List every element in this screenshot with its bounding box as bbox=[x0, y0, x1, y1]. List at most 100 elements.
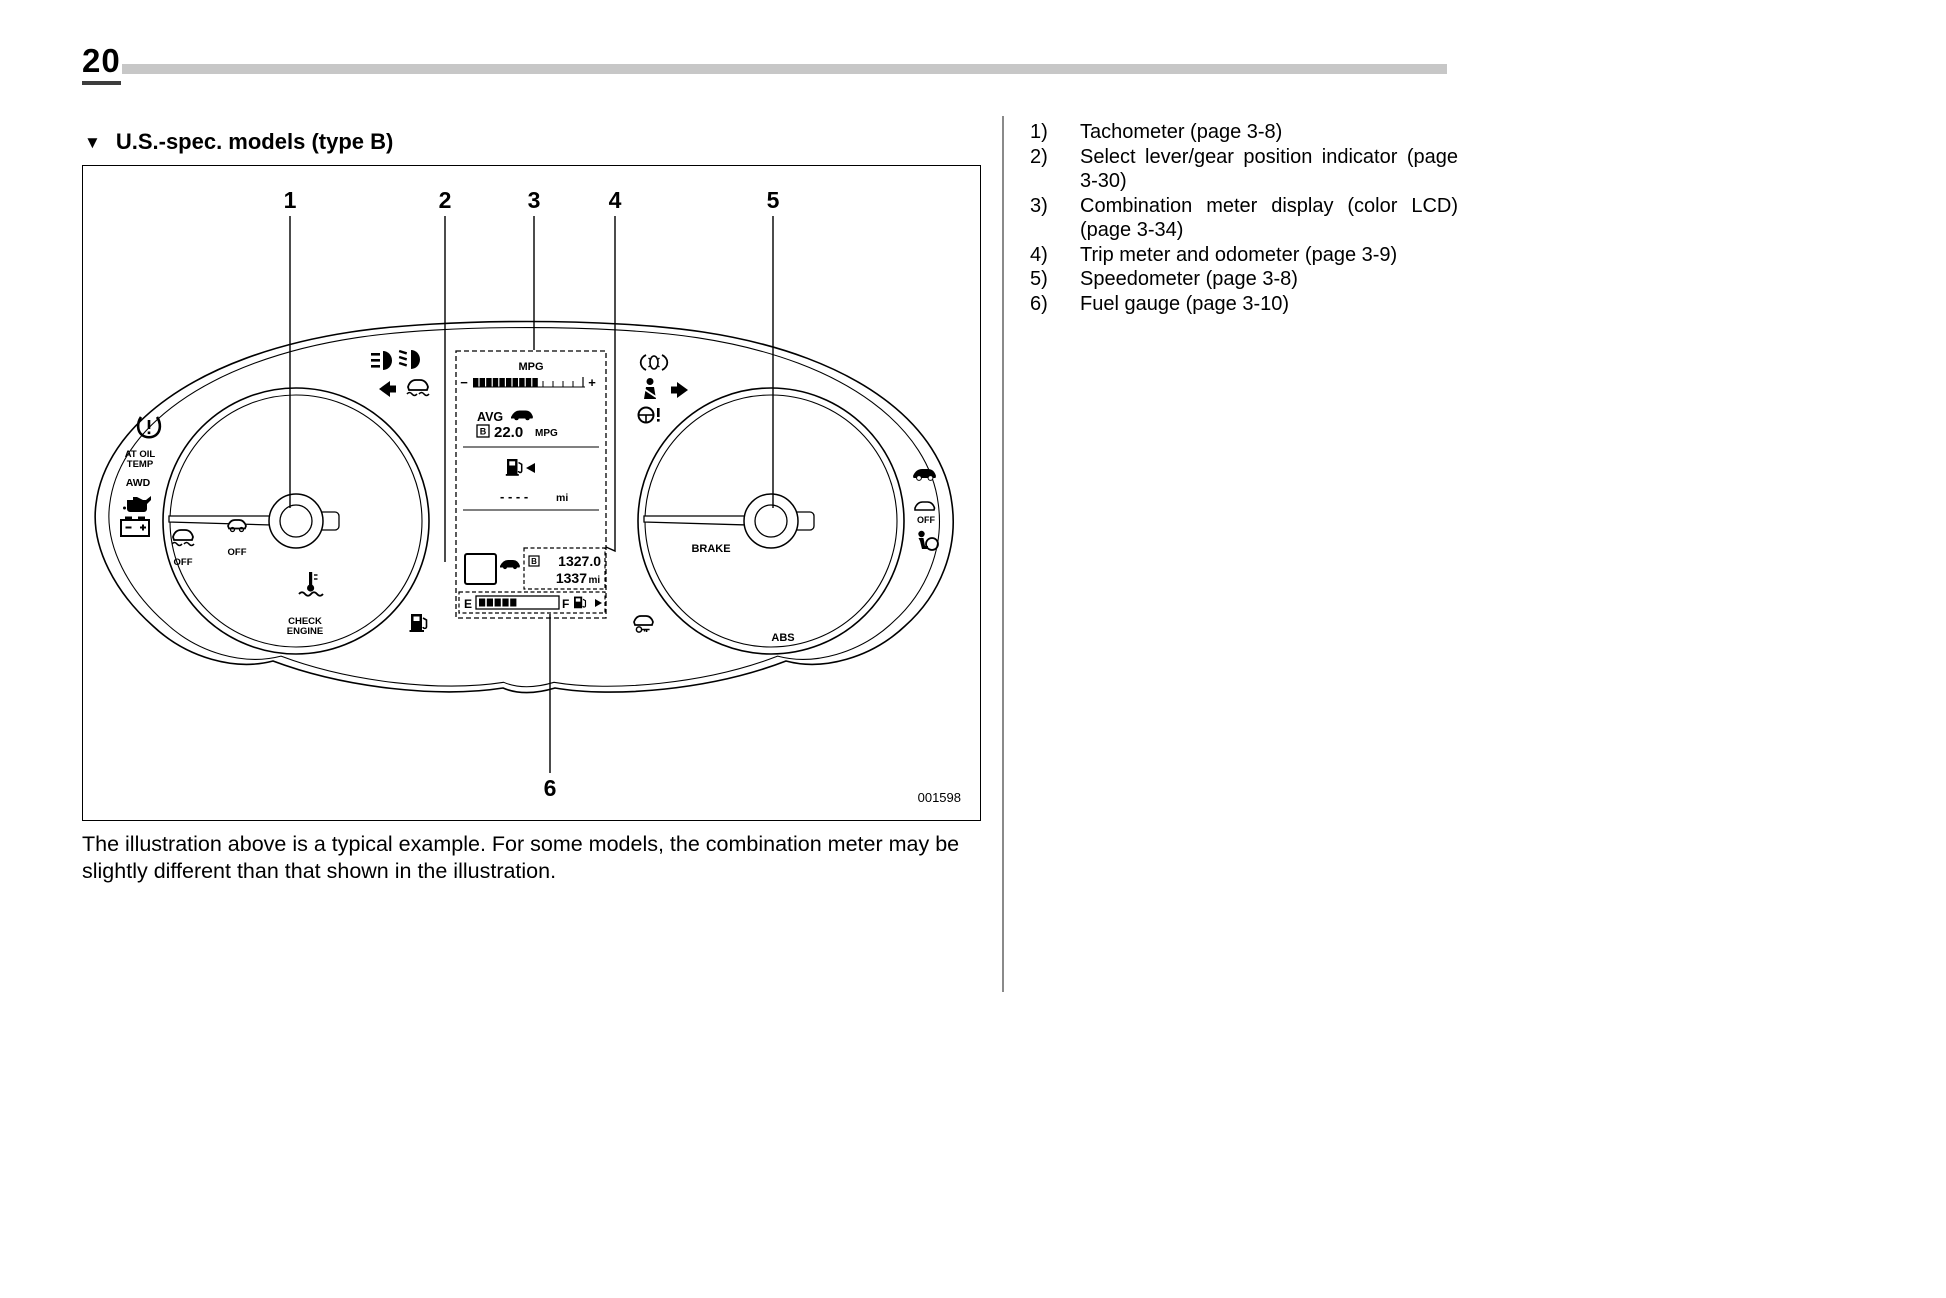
legend-list: 1) Tachometer (page 3-8) 2) Select lever… bbox=[1030, 120, 1458, 316]
section-marker-icon: ▼ bbox=[84, 132, 101, 152]
odometer-box bbox=[523, 547, 606, 590]
trip-unit: mi bbox=[589, 575, 601, 586]
fuel-bar-segments bbox=[479, 598, 517, 607]
legend-item-number: 1) bbox=[1030, 121, 1048, 143]
range-arrow-icon bbox=[526, 463, 535, 473]
figure-caption: The illustration above is a typical exam… bbox=[82, 832, 960, 883]
column-divider bbox=[1002, 116, 1004, 992]
avg-trip-b-label: B bbox=[480, 427, 487, 437]
legend-item-text: Tachometer (page 3-8) bbox=[1080, 121, 1283, 143]
instrument-cluster-diagram: 1 2 3 4 5 6 MPG − bbox=[94, 187, 961, 805]
mpg-minus: − bbox=[460, 375, 468, 390]
figure-code: 001598 bbox=[918, 790, 961, 805]
legend-item-number: 2) bbox=[1030, 145, 1048, 168]
legend-item-2: 2) Select lever/gear position indicator … bbox=[1030, 145, 1458, 194]
legend-item-3: 3) Combination meter display (color LCD)… bbox=[1030, 194, 1458, 243]
section-heading: ▼ U.S.-spec. models (type B) bbox=[84, 129, 393, 155]
at-oil-temp-label-2: TEMP bbox=[127, 459, 154, 470]
fuel-gauge: E F bbox=[458, 591, 606, 614]
mpg-plus: + bbox=[588, 375, 596, 390]
vdc-off-label: OFF bbox=[174, 557, 193, 568]
legend-item-text: Combination meter display (color LCD) (p… bbox=[1080, 194, 1458, 242]
security-indicator-icon bbox=[633, 615, 654, 633]
brake-label: BRAKE bbox=[691, 543, 730, 555]
fuel-e-label: E bbox=[464, 597, 472, 611]
fuel-pump-small-icon bbox=[574, 596, 587, 609]
high-beam-icon bbox=[371, 351, 392, 370]
callout-3: 3 bbox=[528, 187, 541, 213]
legend-item-text: Select lever/gear position indicator (pa… bbox=[1080, 145, 1458, 193]
check-engine-label-1: CHECK bbox=[288, 616, 322, 627]
airbag-warning-icon bbox=[918, 530, 939, 551]
avg-label: AVG bbox=[477, 410, 503, 424]
odo-trip-b-box bbox=[528, 555, 540, 567]
callout-6: 6 bbox=[544, 775, 557, 801]
legend-item-text: Fuel gauge (page 3-10) bbox=[1080, 292, 1290, 315]
awd-label: AWD bbox=[126, 477, 151, 489]
lcd-frame bbox=[455, 350, 607, 619]
battery-warning-icon bbox=[120, 516, 150, 537]
legend-item-number: 4) bbox=[1030, 243, 1048, 266]
power-steering-warning-icon bbox=[637, 406, 660, 424]
section-heading-text: U.S.-spec. models (type B) bbox=[115, 129, 394, 154]
legend-item-text: Trip meter and odometer (page 3-9) bbox=[1080, 243, 1398, 266]
avg-trip-b-box bbox=[476, 424, 490, 438]
coolant-temp-icon bbox=[298, 572, 324, 597]
odo-trip-b-label: B bbox=[531, 557, 537, 566]
odometer-value: 1327.0 bbox=[558, 553, 601, 569]
cruise-off-icon bbox=[914, 501, 936, 511]
legend-item-number: 3) bbox=[1030, 194, 1048, 217]
callout-5: 5 bbox=[767, 187, 780, 213]
mpg-bar bbox=[473, 377, 585, 388]
gear-position-box bbox=[464, 553, 497, 585]
legend-item-5: 5) Speedometer (page 3-8) bbox=[1030, 267, 1458, 292]
vdc-off-icon bbox=[171, 529, 195, 547]
vehicle-dynamics-icon bbox=[406, 379, 430, 397]
legend-item-6: 6) Fuel gauge (page 3-10) bbox=[1030, 292, 1458, 317]
legend-item-text: Speedometer (page 3-8) bbox=[1080, 268, 1298, 290]
speedometer-hub bbox=[743, 493, 799, 549]
instrument-cluster-figure: 1 2 3 4 5 6 MPG − bbox=[82, 165, 981, 821]
range-value: - - - - bbox=[500, 489, 528, 504]
seatbelt-warning-icon bbox=[643, 378, 657, 399]
fuel-door-arrow-icon bbox=[595, 599, 602, 607]
callout-lines bbox=[289, 216, 774, 773]
fuel-gauge-box bbox=[458, 591, 606, 614]
check-engine-label-2: ENGINE bbox=[287, 626, 323, 637]
fuel-f-label: F bbox=[562, 597, 569, 611]
at-oil-temp-label-1: AT OIL bbox=[125, 449, 156, 460]
speedometer-gauge bbox=[637, 387, 905, 655]
low-fuel-icon bbox=[409, 614, 428, 632]
tachometer-hub bbox=[268, 493, 324, 549]
headlight-icon bbox=[398, 349, 420, 369]
cruise-control-icon bbox=[913, 469, 936, 481]
legend-item-4: 4) Trip meter and odometer (page 3-9) bbox=[1030, 243, 1458, 268]
cruise-off-label: OFF bbox=[917, 515, 935, 525]
callout-4: 4 bbox=[609, 187, 622, 213]
turn-right-indicator-icon bbox=[671, 382, 688, 398]
cluster-outline-outer bbox=[94, 320, 954, 694]
traction-off-icon bbox=[227, 519, 247, 533]
header-bar bbox=[122, 64, 1447, 74]
fuel-bar-outline bbox=[475, 595, 560, 610]
legend-item-1: 1) Tachometer (page 3-8) bbox=[1030, 120, 1458, 145]
avg-car-icon bbox=[511, 410, 533, 421]
page-number: 20 bbox=[82, 42, 121, 85]
avg-value: 22.0 bbox=[494, 424, 523, 441]
legend-item-number: 6) bbox=[1030, 292, 1048, 315]
abs-label: ABS bbox=[771, 632, 794, 644]
callout-1: 1 bbox=[284, 187, 297, 213]
callout-numbers: 1 2 3 4 5 6 bbox=[284, 187, 780, 801]
traction-off-label: OFF bbox=[228, 547, 247, 558]
tachometer-gauge bbox=[162, 387, 430, 655]
trip-value: 1337 bbox=[556, 570, 587, 586]
tpms-warning-icon bbox=[136, 416, 162, 439]
callout-2: 2 bbox=[439, 187, 452, 213]
avg-unit: MPG bbox=[535, 428, 558, 439]
range-unit: mi bbox=[556, 492, 568, 504]
odometer-car-icon bbox=[500, 560, 520, 570]
legend-item-number: 5) bbox=[1030, 268, 1048, 290]
turn-left-indicator-icon bbox=[379, 381, 396, 397]
oil-pressure-icon bbox=[123, 496, 151, 512]
